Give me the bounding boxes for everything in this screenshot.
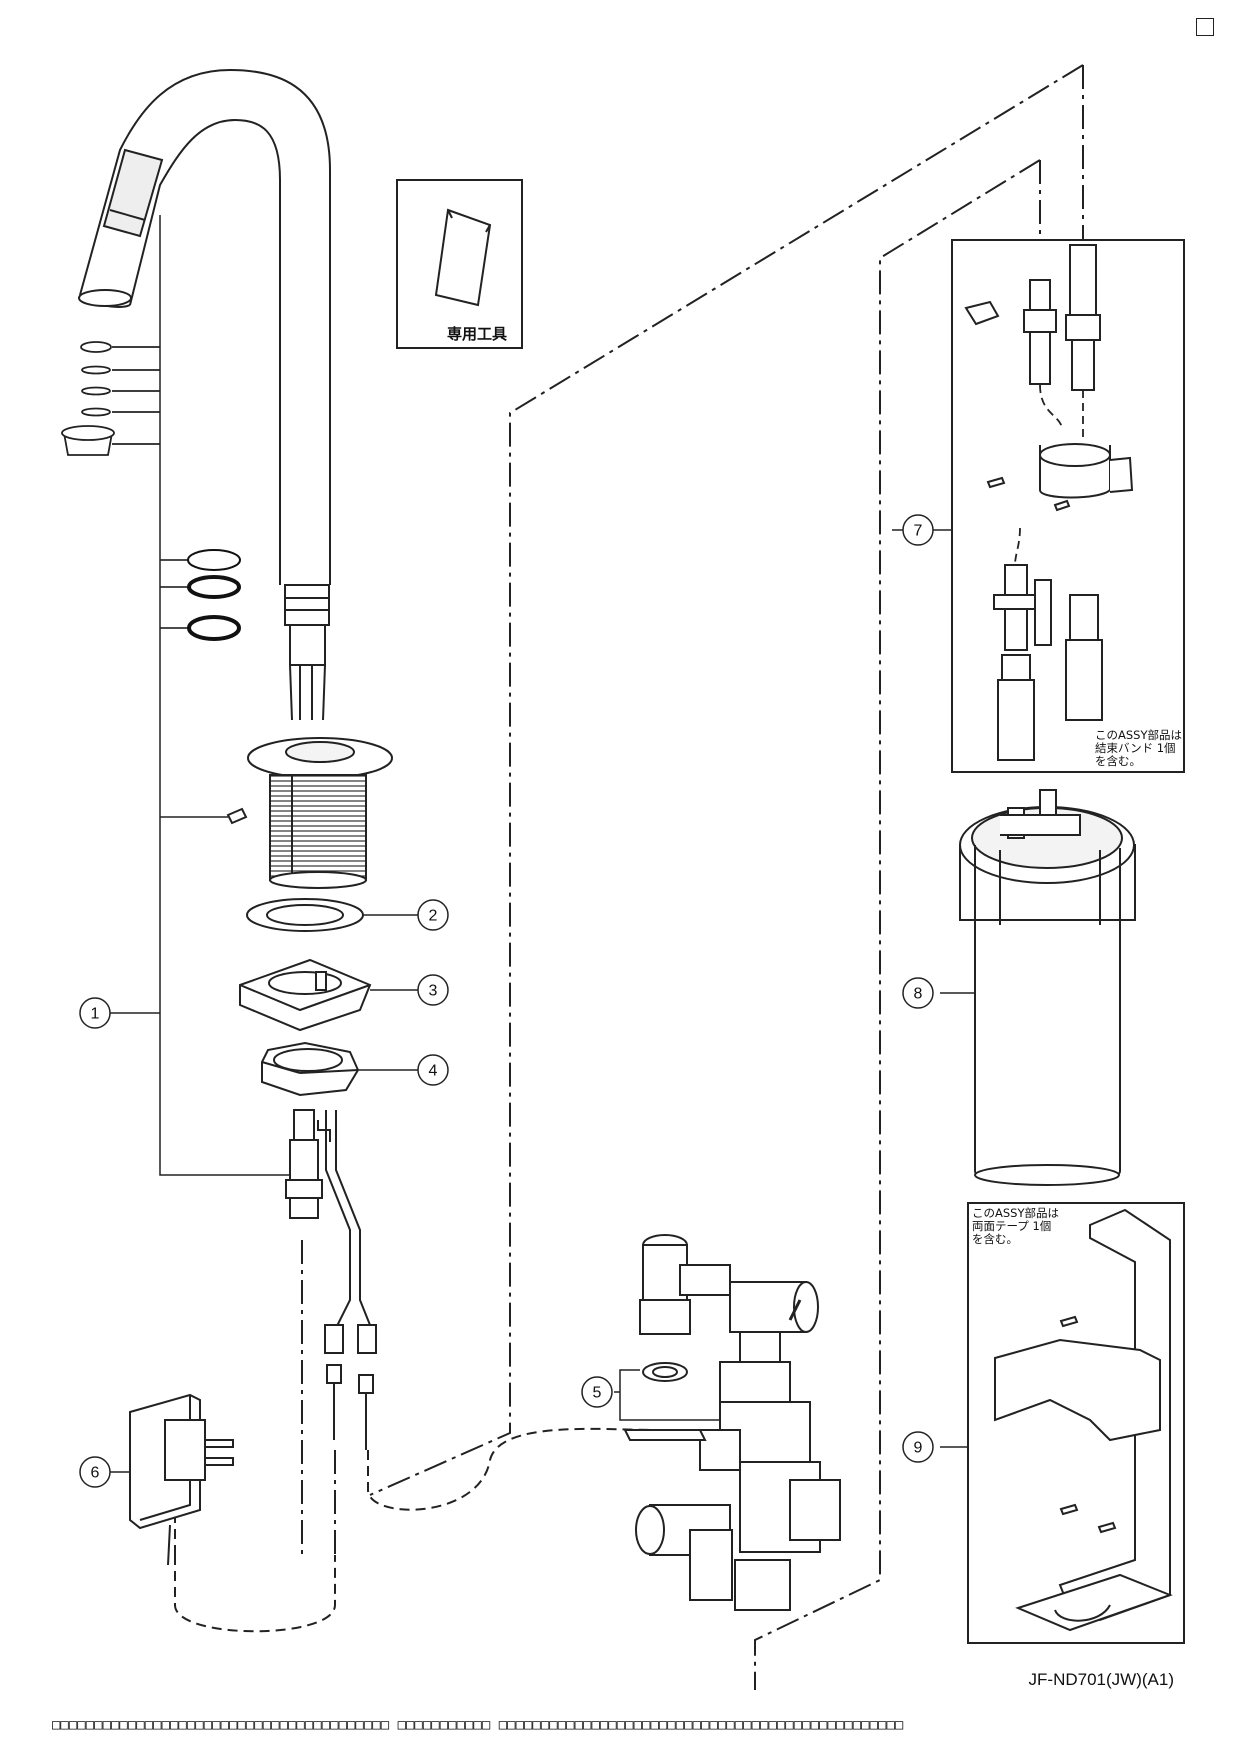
callout-9	[902, 1431, 934, 1463]
mounting-plate-part-3	[239, 958, 372, 1032]
washer-part-2	[246, 898, 364, 932]
callout-7	[902, 514, 934, 546]
valve-assembly-part-5	[623, 1234, 841, 1611]
callout-number-8: 8	[914, 986, 923, 1003]
mounting-shank	[160, 737, 393, 889]
callout-8	[902, 977, 934, 1009]
special-tool-box	[396, 179, 523, 349]
callout-number-2: 2	[429, 908, 438, 925]
model-code: JF-ND701(JW)(A1)	[1028, 1670, 1174, 1689]
callout-number-6: 6	[91, 1465, 100, 1482]
part-7-assembly-box	[951, 239, 1185, 773]
callout-4	[417, 1054, 449, 1086]
assy-note-part-9: このASSY部品は 両面テープ 1個 を含む。	[972, 1206, 1059, 1246]
callout-number-1: 1	[91, 1006, 100, 1023]
callout-5	[581, 1376, 613, 1408]
aerator-parts	[61, 341, 160, 456]
corner-checkbox-mark	[1196, 18, 1214, 36]
faucet-spout	[78, 68, 331, 721]
callout-6	[79, 1456, 111, 1488]
callout-3	[417, 974, 449, 1006]
callout-2	[417, 899, 449, 931]
part-9-assembly-box	[967, 1202, 1185, 1644]
special-tool-label: 専用工具	[447, 325, 508, 343]
part-1-leader	[104, 215, 290, 1176]
hose-fitting	[285, 1109, 331, 1219]
callout-number-7: 7	[914, 523, 923, 540]
callout-number-3: 3	[429, 983, 438, 1000]
connection-lines	[301, 64, 1084, 1690]
sensor-cable	[324, 1110, 377, 1450]
o-rings	[160, 549, 241, 641]
callout-circles	[79, 514, 934, 1488]
callout-number-5: 5	[593, 1385, 602, 1402]
power-adapter-part-6	[129, 1393, 234, 1566]
callout-number-9: 9	[914, 1440, 923, 1457]
assy-note-part-7: このASSY部品は 結束バンド 1個 を含む。	[1095, 728, 1182, 768]
lock-nut-part-4	[261, 1041, 360, 1097]
callout-numbers: 1 2 3 4 5 6 7 8 9	[91, 523, 923, 1482]
filter-housing-part-8	[959, 789, 1136, 1186]
callout-1	[79, 997, 111, 1029]
callout-number-4: 4	[429, 1063, 438, 1080]
part-7-dashed-links	[1014, 384, 1084, 566]
hose-dashed-curves	[174, 1427, 661, 1633]
callout-leaders	[110, 529, 975, 1473]
footer-glyph-row: □□□□□□□□□□□□□□□□□□□□□□□□□□□□□□□□□□□□□□□□…	[52, 1717, 904, 1733]
